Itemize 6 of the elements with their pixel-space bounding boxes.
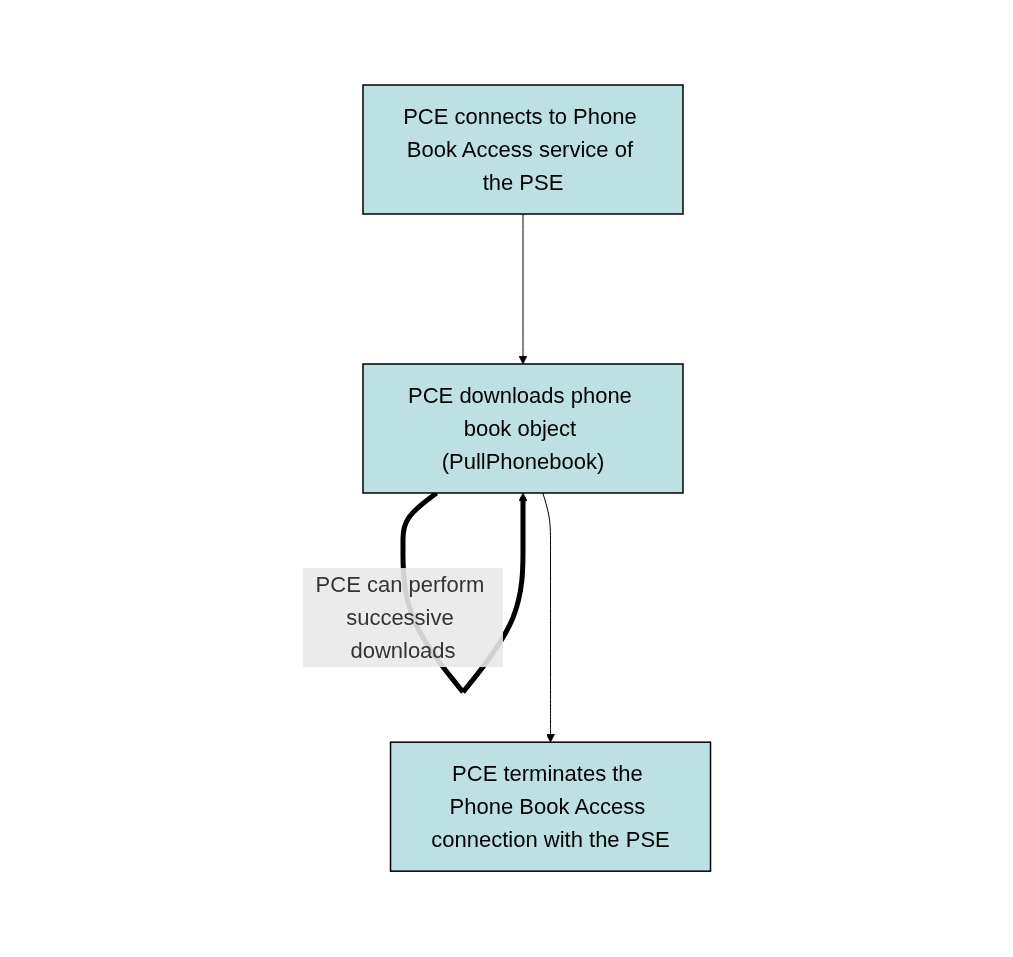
node-box: PCE terminates the Phone Book Access connection with the PSE	[389, 741, 711, 873]
node-box: PCE connects to Phone Book Access service of the PSE	[362, 84, 684, 216]
arrow	[542, 492, 555, 743]
edge-label: PCE can perform successive downloads	[315, 572, 485, 664]
arrow	[518, 213, 528, 365]
node-box: PCE downloads phone book object (PullPhonebook)	[362, 363, 684, 495]
